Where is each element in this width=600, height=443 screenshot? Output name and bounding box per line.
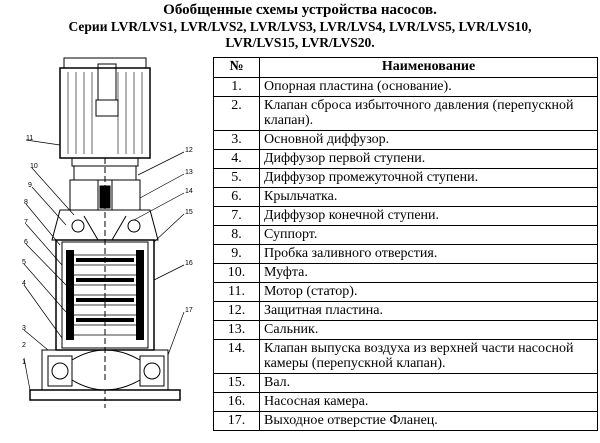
callout-6: 6 xyxy=(24,239,28,246)
row-number: 17. xyxy=(213,411,260,431)
table-row: 5.Диффузор промежуточной ступени. xyxy=(213,168,598,188)
callout-14: 14 xyxy=(185,188,193,195)
table-row: 4.Диффузор первой ступени. xyxy=(213,149,598,169)
row-number: 2. xyxy=(213,96,260,131)
table-row: 16.Насосная камера. xyxy=(213,392,598,412)
row-number: 9. xyxy=(213,244,260,264)
table-row: 12.Защитная пластина. xyxy=(213,301,598,321)
callout-16: 16 xyxy=(185,260,193,267)
table-row: 6.Крыльчатка. xyxy=(213,187,598,207)
row-part-name: Защитная пластина. xyxy=(259,301,598,321)
row-number: 6. xyxy=(213,187,260,207)
row-number: 1. xyxy=(213,77,260,97)
callout-11: 11 xyxy=(26,135,33,142)
series-line-1: Серии LVR/LVS1, LVR/LVS2, LVR/LVS3, LVR/… xyxy=(68,19,532,34)
page-title: Обобщенные схемы устройства насосов. xyxy=(163,2,437,18)
row-part-name: Диффузор промежуточной ступени. xyxy=(259,168,598,188)
row-number: 4. xyxy=(213,149,260,169)
callout-5: 5 xyxy=(22,259,26,266)
row-number: 3. xyxy=(213,130,260,150)
callout-7: 7 xyxy=(24,219,28,226)
row-part-name: Вал. xyxy=(259,373,598,393)
row-part-name: Пробка заливного отверстия. xyxy=(259,244,598,264)
row-part-name: Основной диффузор. xyxy=(259,130,598,150)
callout-2: 2 xyxy=(22,342,26,349)
row-part-name: Сальник. xyxy=(259,320,598,340)
callout-15: 15 xyxy=(185,209,193,216)
terminal-box xyxy=(97,63,117,101)
table-row: 17.Выходное отверстие Фланец. xyxy=(213,411,598,431)
row-number: 16. xyxy=(213,392,260,412)
row-number: 11. xyxy=(213,282,260,302)
row-part-name: Клапан сброса избыточного давления (пере… xyxy=(259,96,598,131)
pump-head xyxy=(51,209,159,241)
title-block: Обобщенные схемы устройства насосов. Сер… xyxy=(0,0,600,51)
row-part-name: Диффузор конечной ступени. xyxy=(259,206,598,226)
table-row: 13.Сальник. xyxy=(213,320,598,340)
table-row: 14.Клапан выпуска воздуха из верхней час… xyxy=(213,339,598,374)
table-row: 7.Диффузор конечной ступени. xyxy=(213,206,598,226)
row-part-name: Суппорт. xyxy=(259,225,598,245)
callout-1: 1 xyxy=(22,359,26,366)
callout-4: 4 xyxy=(22,280,26,287)
callout-10: 10 xyxy=(30,163,38,170)
table-header-row: № Наименование xyxy=(213,57,598,78)
column-header-name: Наименование xyxy=(259,57,598,78)
table-row: 3.Основной диффузор. xyxy=(213,130,598,150)
column-header-number: № xyxy=(213,57,260,78)
row-part-name: Опорная пластина (основание). xyxy=(259,77,598,97)
callout-13: 13 xyxy=(185,169,193,176)
row-number: 10. xyxy=(213,263,260,283)
callout-3: 3 xyxy=(22,325,26,332)
parts-table: № Наименование 1.Опорная пластина (основ… xyxy=(213,57,598,431)
row-part-name: Муфта. xyxy=(259,263,598,283)
row-part-name: Диффузор первой ступени. xyxy=(259,149,598,169)
table-row: 11.Мотор (статор). xyxy=(213,282,598,302)
motor-housing xyxy=(59,67,151,159)
table-row: 10.Муфта. xyxy=(213,263,598,283)
parts-table-body: 1.Опорная пластина (основание).2.Клапан … xyxy=(213,77,598,431)
row-number: 12. xyxy=(213,301,260,321)
table-row: 9.Пробка заливного отверстия. xyxy=(213,244,598,264)
row-number: 15. xyxy=(213,373,260,393)
row-number: 5. xyxy=(213,168,260,188)
row-part-name: Клапан выпуска воздуха из верхней части … xyxy=(259,339,598,374)
table-row: 1.Опорная пластина (основание). xyxy=(213,77,598,97)
row-number: 14. xyxy=(213,339,260,374)
row-part-name: Мотор (статор). xyxy=(259,282,598,302)
row-number: 7. xyxy=(213,206,260,226)
row-part-name: Выходное отверстие Фланец. xyxy=(259,411,598,431)
callout-8: 8 xyxy=(24,199,28,206)
motor-top xyxy=(63,57,147,69)
pump-diagram: 11 10 9 8 7 6 5 4 3 2 1 12 13 14 15 16 1… xyxy=(22,57,193,410)
row-number: 13. xyxy=(213,320,260,340)
table-row: 8.Суппорт. xyxy=(213,225,598,245)
series-line-2: LVR/LVS15, LVR/LVS20. xyxy=(225,35,375,50)
row-part-name: Насосная камера. xyxy=(259,392,598,412)
table-row: 15.Вал. xyxy=(213,373,598,393)
table-row: 2.Клапан сброса избыточного давления (пе… xyxy=(213,96,598,131)
callout-9: 9 xyxy=(28,182,32,189)
callout-12: 12 xyxy=(185,147,193,154)
callout-17: 17 xyxy=(185,307,193,314)
row-part-name: Крыльчатка. xyxy=(259,187,598,207)
row-number: 8. xyxy=(213,225,260,245)
